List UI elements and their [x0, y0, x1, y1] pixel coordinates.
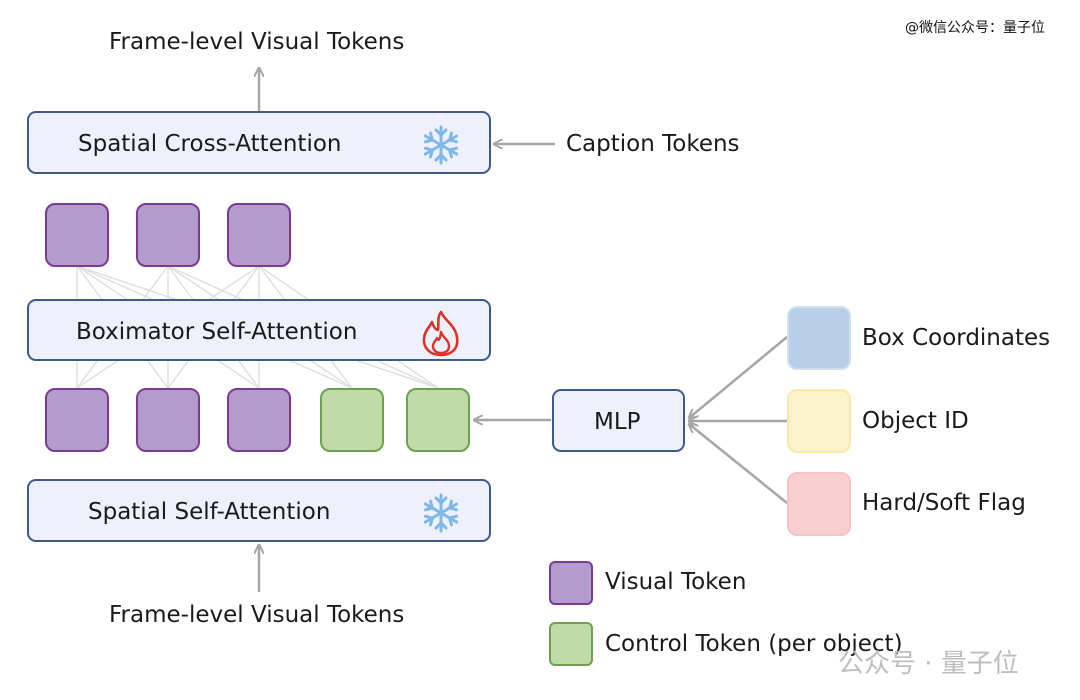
caption-tokens-label: Caption Tokens — [566, 131, 740, 157]
object-id-label: Object ID — [862, 408, 969, 434]
visual-token — [227, 203, 291, 267]
snowflake-icon — [420, 124, 462, 170]
object-id-swatch — [787, 389, 851, 453]
flame-icon — [419, 309, 463, 361]
spatial-self-attention-block: Spatial Self-Attention — [27, 479, 491, 542]
watermark-top: @微信公众号：量子位 — [905, 20, 1045, 36]
mlp-label: MLP — [594, 409, 641, 435]
flag-to-mlp-arrow — [689, 424, 788, 504]
mlp-block: MLP — [552, 389, 685, 452]
watermark-bottom: 公众号 · 量子位 — [838, 649, 1019, 679]
boximator-self-attention-label: Boximator Self-Attention — [76, 319, 358, 345]
visual-token — [136, 203, 200, 267]
visual-token — [136, 388, 200, 452]
boximator-self-attention-block: Boximator Self-Attention — [27, 299, 491, 361]
legend-visual-swatch — [549, 561, 593, 605]
hard-soft-flag-swatch — [787, 472, 851, 536]
visual-token — [45, 203, 109, 267]
output-label: Frame-level Visual Tokens — [109, 29, 405, 55]
visual-token — [45, 388, 109, 452]
control-token — [320, 388, 384, 452]
legend-visual-label: Visual Token — [605, 569, 747, 595]
legend-control-label: Control Token (per object) — [605, 631, 903, 657]
box-coordinates-swatch — [787, 306, 851, 370]
box-coordinates-label: Box Coordinates — [862, 325, 1051, 351]
input-label: Frame-level Visual Tokens — [109, 602, 405, 628]
hard-soft-flag-label: Hard/Soft Flag — [862, 490, 1026, 516]
snowflake-icon — [420, 492, 462, 538]
visual-token — [227, 388, 291, 452]
spatial-cross-attention-block: Spatial Cross-Attention — [27, 111, 491, 174]
legend-control-swatch — [549, 622, 593, 666]
spatial-cross-attention-label: Spatial Cross-Attention — [78, 131, 342, 157]
box-to-mlp-arrow — [689, 336, 788, 418]
control-token — [406, 388, 470, 452]
spatial-self-attention-label: Spatial Self-Attention — [88, 499, 331, 525]
